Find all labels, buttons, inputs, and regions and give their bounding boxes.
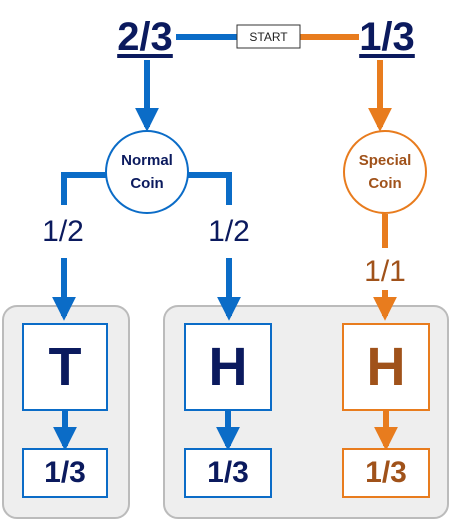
normal-right-branch <box>188 172 232 205</box>
normal-right-probability: 1/2 <box>208 215 250 248</box>
special-coin-node <box>343 130 427 214</box>
normal-branch-probability: 2/3 <box>117 14 173 59</box>
special-edge-probability: 1/1 <box>364 255 406 288</box>
special-heads-result-label: 1/3 <box>365 456 407 489</box>
tails-face-label: T <box>48 337 82 397</box>
tails-face-box <box>22 323 108 411</box>
normal-coin-label: Normal Coin <box>121 152 173 192</box>
normal-left-branch <box>61 172 107 205</box>
special-coin-label: Special Coin <box>358 152 412 192</box>
normal-coin-node <box>105 130 189 214</box>
normal-left-probability: 1/2 <box>42 215 84 248</box>
special-branch-probability: 1/3 <box>359 14 415 59</box>
normal-heads-face-label: H <box>208 337 248 397</box>
normal-heads-result-box <box>184 448 272 498</box>
tails-result-label: 1/3 <box>44 456 86 489</box>
normal-heads-result-label: 1/3 <box>207 456 249 489</box>
start-label: START <box>249 29 288 44</box>
special-heads-result-box <box>342 448 430 498</box>
tails-result-box <box>22 448 108 498</box>
start-box <box>236 24 301 49</box>
special-heads-face-label: H <box>366 337 406 397</box>
